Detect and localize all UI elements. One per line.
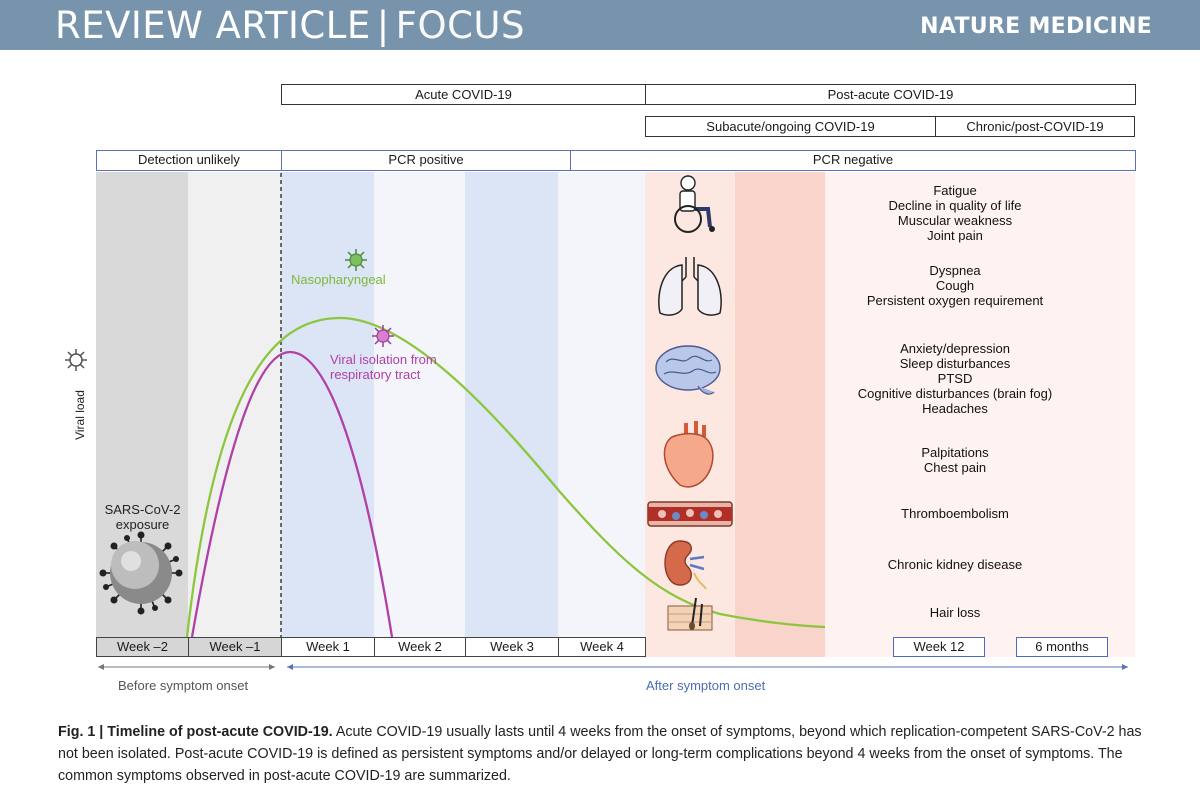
week-2: Week 2 — [374, 637, 466, 657]
col-week2 — [374, 172, 465, 637]
viral-isolation-label: Viral isolation from respiratory tract — [330, 352, 437, 382]
six-months: 6 months — [1016, 637, 1108, 657]
col-post3 — [825, 172, 1135, 657]
pcr-positive-box: PCR positive — [281, 150, 571, 171]
after-onset-label: After symptom onset — [646, 678, 766, 693]
week-12: Week 12 — [893, 637, 985, 657]
acute-covid-box: Acute COVID-19 — [281, 84, 646, 105]
col-week3 — [465, 172, 558, 637]
heart-icon — [663, 421, 714, 488]
col-week4 — [558, 172, 645, 637]
nasopharyngeal-curve — [185, 316, 826, 638]
green-virus-icon — [345, 249, 367, 271]
journal-name: NATURE MEDICINE — [920, 14, 1152, 39]
symptom-group-respiratory: Dyspnea Cough Persistent oxygen requirem… — [866, 263, 1044, 308]
blood-vessel-icon — [647, 501, 733, 527]
week-minus2: Week –2 — [96, 637, 189, 657]
exposure-label: SARS-CoV-2 exposure — [104, 502, 181, 532]
journal-header: REVIEW ARTICLE|FOCUS NATURE MEDICINE — [0, 0, 1200, 50]
lungs-icon — [658, 257, 722, 316]
section-title: REVIEW ARTICLE|FOCUS — [55, 4, 525, 47]
col-week-minus1 — [188, 172, 281, 637]
before-onset-label: Before symptom onset — [118, 678, 249, 693]
col-week1 — [281, 172, 374, 637]
week-4: Week 4 — [558, 637, 646, 657]
symptom-group-hair: Hair loss — [929, 605, 981, 620]
post-acute-covid-box: Post-acute COVID-19 — [645, 84, 1136, 105]
kidney-icon — [664, 540, 707, 590]
week-3: Week 3 — [465, 637, 559, 657]
symptom-group-neuro: Anxiety/depression Sleep disturbances PT… — [857, 341, 1053, 416]
purple-virus-icon — [372, 325, 394, 347]
caption-text: Acute COVID-19 usually lasts until 4 wee… — [58, 724, 1142, 784]
hair-loss-icon — [667, 597, 713, 631]
symptom-group-kidney: Chronic kidney disease — [887, 557, 1023, 572]
detection-unlikely-box: Detection unlikely — [96, 150, 282, 171]
week-minus1: Week –1 — [188, 637, 282, 657]
symptom-group-fatigue: Fatigue Decline in quality of life Muscu… — [888, 183, 1022, 243]
subacute-covid-box: Subacute/ongoing COVID-19 — [645, 116, 936, 137]
symptom-group-thrombo: Thromboembolism — [901, 506, 1009, 521]
virus-icon — [65, 349, 87, 371]
brain-icon — [655, 345, 721, 395]
col-post2 — [735, 172, 825, 657]
coronavirus-icon — [99, 531, 183, 615]
viral-isolation-curve — [190, 350, 394, 638]
symptom-group-cardiac: Palpitations Chest pain — [921, 445, 989, 475]
col-post1 — [645, 172, 735, 657]
wheelchair-icon — [674, 175, 715, 233]
chronic-covid-box: Chronic/post-COVID-19 — [935, 116, 1135, 137]
y-axis-label: Viral load — [73, 390, 87, 440]
nasopharyngeal-label: Nasopharyngeal — [291, 272, 386, 287]
caption-label: Fig. 1 | Timeline of post-acute COVID-19… — [58, 724, 333, 740]
pcr-negative-box: PCR negative — [570, 150, 1136, 171]
figure-caption: Fig. 1 | Timeline of post-acute COVID-19… — [58, 721, 1148, 787]
week-1: Week 1 — [281, 637, 375, 657]
